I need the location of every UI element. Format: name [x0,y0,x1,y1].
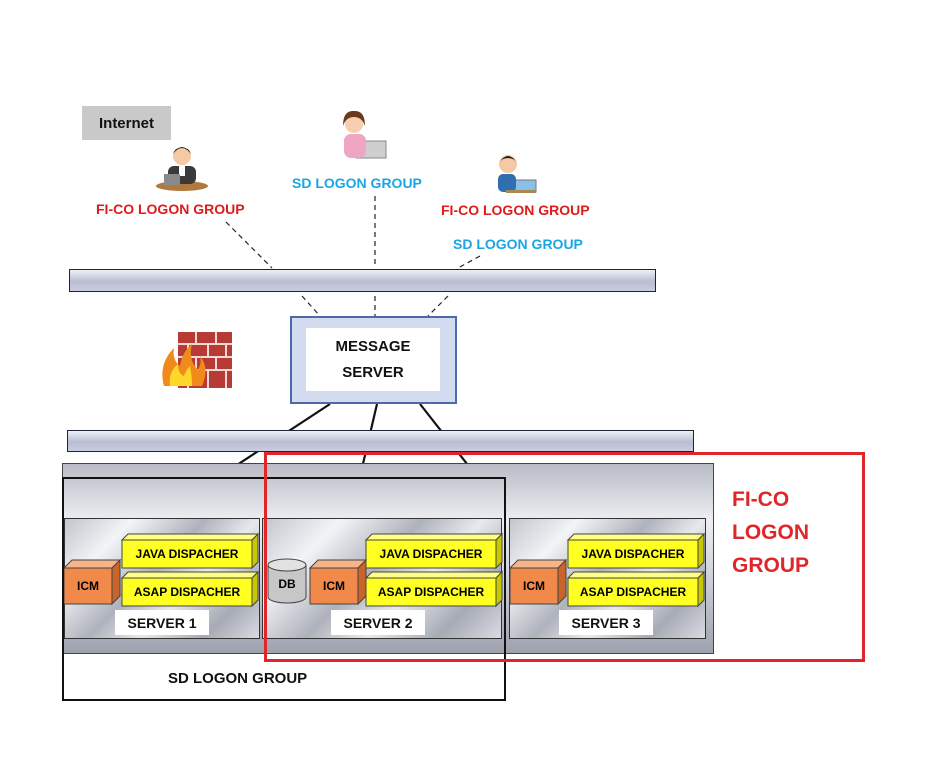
user-1-icon [156,147,208,191]
fico-label-line2: LOGON [732,521,809,544]
message-server-line2: SERVER [342,363,404,381]
internal-network-bar [67,430,694,452]
server-3-java-label: JAVA DISPACHER [581,547,685,561]
fico-logon-group-outline [264,452,865,662]
internet-network-bar [69,269,656,292]
fico-logon-group-label: FI-CO LOGON GROUP [732,483,809,582]
server-2-java-label: JAVA DISPACHER [379,547,483,561]
fico-label-line3: GROUP [732,554,810,577]
user-2-icon [343,110,387,159]
message-server-line1: MESSAGE [335,337,411,355]
dashed-link-bar-ms-1 [301,295,321,317]
server-3-icm-label: ICM [523,579,545,593]
user-3-icon [498,155,537,193]
server-1-java-label: JAVA DISPACHER [135,547,239,561]
user-3-fico-label: FI-CO LOGON GROUP [441,202,590,218]
internet-label: Internet [82,106,171,140]
server-2-icm-label: ICM [323,579,345,593]
user-1-group-label: FI-CO LOGON GROUP [96,201,245,217]
server-2-db-label: DB [278,577,296,591]
server-1-name: SERVER 1 [115,610,209,635]
dashed-link-user1 [225,221,273,269]
server-1-asap-label: ASAP DISPACHER [133,585,241,599]
message-server: MESSAGE SERVER [290,316,457,404]
dashed-link-user3 [457,255,481,269]
server-2-db-cylinder [267,558,307,604]
dashed-link-bar-ms-3 [427,295,449,317]
sd-logon-group-label: SD LOGON GROUP [168,670,308,687]
fico-label-line1: FI-CO [732,488,790,511]
server-3-asap-label: ASAP DISPACHER [579,585,687,599]
server-3-name: SERVER 3 [559,610,653,635]
server-2-asap-label: ASAP DISPACHER [377,585,485,599]
sd-logon-group-outline [62,477,506,701]
user-2-group-label: SD LOGON GROUP [292,175,422,191]
server-2-name: SERVER 2 [331,610,425,635]
server-1-icm-label: ICM [77,579,99,593]
user-3-sd-label: SD LOGON GROUP [453,236,583,252]
